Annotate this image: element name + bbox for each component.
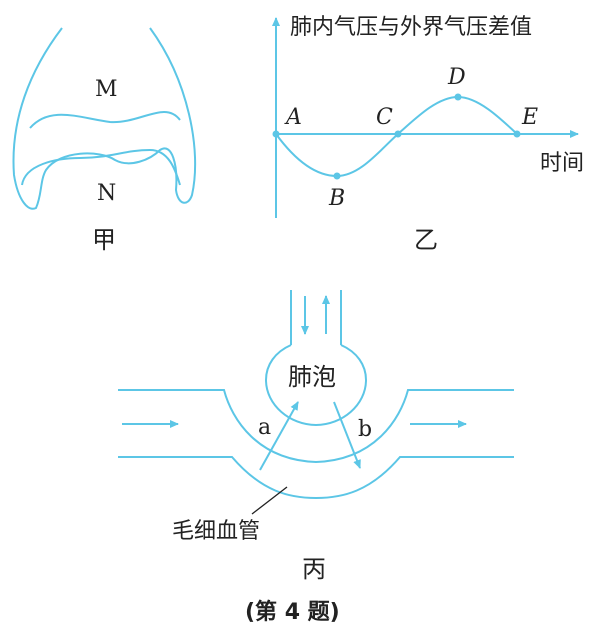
label-C: C (376, 105, 393, 130)
figure-yi: 肺内气压与外界气压差值 时间 A B C D E 乙 (272, 15, 584, 254)
capillary-lower-wall (118, 456, 514, 500)
point-A (272, 130, 280, 138)
arrow-a (259, 401, 299, 471)
caption-jia: 甲 (92, 226, 116, 254)
capillary-upper-wall (118, 389, 514, 464)
label-B: B (328, 186, 345, 211)
label-N: N (97, 181, 116, 206)
label-A: A (284, 105, 302, 130)
label-b: b (358, 417, 372, 442)
point-E (513, 130, 521, 138)
capillary-label: 毛细血管 (172, 519, 260, 544)
figure-jia: M N 甲 (12, 27, 197, 254)
diaphragm-M (29, 110, 181, 129)
label-D: D (447, 65, 466, 90)
label-E: E (521, 105, 538, 130)
alveolus-label: 肺泡 (288, 363, 336, 391)
x-axis-label: 时间 (540, 151, 584, 176)
point-B (333, 172, 341, 180)
arrow-b (333, 401, 361, 469)
point-D (454, 93, 462, 101)
y-axis-label: 肺内气压与外界气压差值 (290, 15, 532, 40)
label-a: a (258, 415, 271, 440)
figure-bing: 肺泡 a b 毛细血管 丙 (118, 290, 514, 583)
caption-yi: 乙 (414, 226, 438, 254)
diaphragm-N (21, 148, 181, 186)
label-M: M (95, 77, 118, 102)
capillary-pointer (251, 486, 288, 515)
question-caption: (第 4 题) (245, 599, 340, 625)
alveolus (264, 344, 368, 427)
point-C (394, 130, 402, 138)
chest-outline (12, 27, 197, 210)
caption-bing: 丙 (302, 555, 326, 583)
